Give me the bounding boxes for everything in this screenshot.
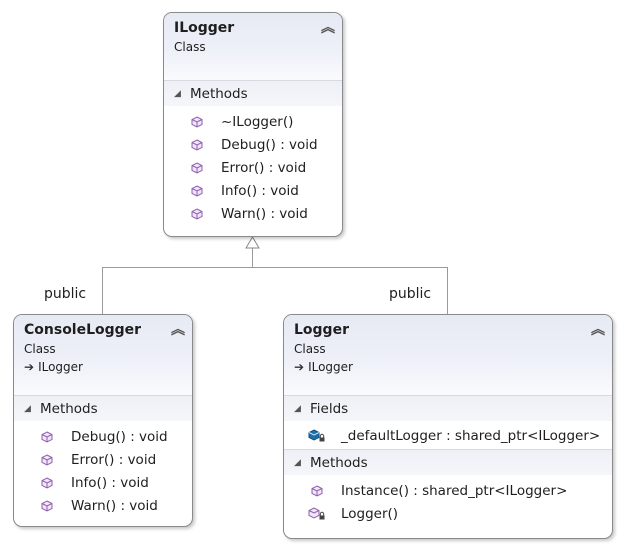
connector-label-left: public: [44, 286, 87, 302]
connector-label-right: public: [389, 286, 432, 302]
method-row[interactable]: Debug() : void: [34, 425, 192, 448]
class-box-ilogger[interactable]: ILogger Class ︽ ◢ Methods ~ILogger() Deb…: [163, 12, 343, 237]
cube-icon: [184, 115, 210, 128]
class-header[interactable]: ConsoleLogger Class ➔ ILogger ︽: [14, 315, 192, 395]
inheritance-arrowhead-icon: [245, 236, 260, 249]
chevron-double-up-icon[interactable]: ︽: [321, 20, 335, 36]
class-kind: Class: [174, 40, 206, 54]
method-label: ~ILogger(): [221, 113, 294, 130]
method-row[interactable]: Debug() : void: [184, 133, 342, 156]
method-row[interactable]: Warn() : void: [34, 494, 192, 517]
cube-lock-icon: [304, 506, 330, 521]
expand-triangle-icon[interactable]: ◢: [294, 457, 301, 468]
method-label: Error() : void: [221, 159, 307, 176]
base-class-label: ILogger: [38, 360, 83, 374]
class-header[interactable]: ILogger Class ︽: [164, 13, 342, 80]
class-title: Logger: [294, 322, 349, 338]
field-row[interactable]: _defaultLogger : shared_ptr<ILogger>: [304, 424, 612, 447]
inheritance-line-left-drop: [102, 267, 103, 314]
method-label: Info() : void: [221, 182, 299, 199]
expand-triangle-icon[interactable]: ◢: [24, 403, 31, 414]
class-header[interactable]: Logger Class ➔ ILogger ︽: [284, 315, 612, 395]
method-label: Warn() : void: [221, 205, 308, 222]
method-label: Debug() : void: [71, 428, 168, 445]
field-icon: [304, 428, 330, 443]
section-label: Methods: [310, 454, 368, 471]
inherit-arrow-icon: ➔: [294, 360, 305, 374]
method-row[interactable]: Instance() : shared_ptr<ILogger>: [304, 479, 612, 502]
expand-triangle-icon[interactable]: ◢: [294, 403, 301, 414]
class-title: ILogger: [174, 20, 235, 36]
chevron-double-up-icon[interactable]: ︽: [591, 322, 605, 338]
inheritance-line-vertical-top: [252, 248, 253, 268]
cube-icon: [34, 499, 60, 512]
cube-icon: [184, 161, 210, 174]
cube-icon: [184, 207, 210, 220]
method-label: Debug() : void: [221, 136, 318, 153]
class-title: ConsoleLogger: [24, 322, 142, 338]
method-row[interactable]: Error() : void: [184, 156, 342, 179]
method-label: Warn() : void: [71, 497, 158, 514]
base-class: ➔ ILogger: [294, 358, 602, 376]
expand-triangle-icon[interactable]: ◢: [174, 88, 181, 99]
method-row[interactable]: Info() : void: [34, 471, 192, 494]
cube-icon: [34, 476, 60, 489]
method-row[interactable]: Error() : void: [34, 448, 192, 471]
method-label: Instance() : shared_ptr<ILogger>: [341, 482, 568, 499]
cube-icon: [304, 484, 330, 497]
class-box-logger[interactable]: Logger Class ➔ ILogger ︽ ◢ Fields _defau…: [283, 314, 613, 539]
inherit-arrow-icon: ➔: [24, 360, 35, 374]
base-class-label: ILogger: [308, 360, 353, 374]
inheritance-line-right-drop: [447, 267, 448, 314]
section-label: Fields: [310, 400, 349, 417]
cube-icon: [34, 453, 60, 466]
method-label: Error() : void: [71, 451, 157, 468]
method-row[interactable]: Info() : void: [184, 179, 342, 202]
methods-section-header[interactable]: ◢ Methods: [164, 80, 342, 106]
cube-icon: [34, 430, 60, 443]
method-label: Info() : void: [71, 474, 149, 491]
base-class: ➔ ILogger: [24, 358, 182, 376]
method-row[interactable]: ~ILogger(): [184, 110, 342, 133]
cube-icon: [184, 184, 210, 197]
method-row[interactable]: Logger(): [304, 502, 612, 525]
cube-icon: [184, 138, 210, 151]
fields-section-header[interactable]: ◢ Fields: [284, 395, 612, 421]
methods-section-header[interactable]: ◢ Methods: [14, 395, 192, 421]
section-label: Methods: [190, 85, 248, 102]
class-box-consolelogger[interactable]: ConsoleLogger Class ➔ ILogger ︽ ◢ Method…: [13, 314, 193, 527]
field-label: _defaultLogger : shared_ptr<ILogger>: [341, 427, 601, 444]
class-kind: Class: [24, 342, 56, 356]
method-row[interactable]: Warn() : void: [184, 202, 342, 225]
inheritance-line-horizontal: [102, 267, 448, 268]
method-label: Logger(): [341, 505, 399, 522]
methods-section-header[interactable]: ◢ Methods: [284, 449, 612, 475]
class-kind: Class: [294, 342, 326, 356]
section-label: Methods: [40, 400, 98, 417]
chevron-double-up-icon[interactable]: ︽: [171, 322, 185, 338]
